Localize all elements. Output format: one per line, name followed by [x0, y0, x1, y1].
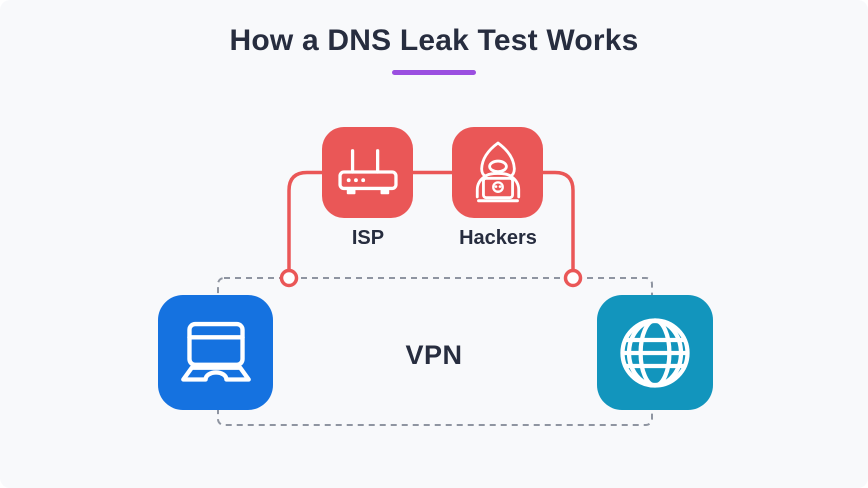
hackers-label: Hackers [459, 227, 537, 249]
device-node [158, 295, 273, 410]
page-title: How a DNS Leak Test Works [229, 24, 639, 57]
hackers-tap-line [541, 170, 575, 271]
isp-tap-line [287, 170, 324, 271]
hackers-node [452, 127, 543, 218]
right-tap-point [563, 268, 583, 288]
internet-node [597, 295, 713, 410]
router-icon [337, 148, 398, 194]
hacker-icon [475, 141, 520, 202]
vpn-label: VPN [405, 340, 463, 370]
title-underline [392, 70, 476, 75]
laptop-icon [180, 321, 251, 382]
isp-node [322, 127, 413, 218]
left-tap-point [279, 268, 299, 288]
globe-icon [620, 317, 690, 388]
isp-label: ISP [351, 227, 385, 249]
